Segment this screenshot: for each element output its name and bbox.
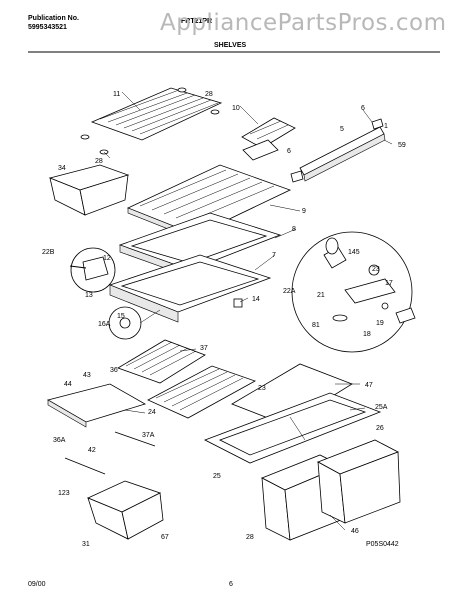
diagram-code: P05S0442 [366, 541, 399, 548]
callout-12: 12 [103, 255, 111, 262]
callout-36a: 36A [53, 437, 66, 444]
callout-59: 59 [398, 142, 406, 149]
wire-shelf-36 [147, 365, 256, 419]
section-title: SHELVES [214, 42, 247, 49]
callout-34: 34 [58, 165, 66, 172]
callout-28-bin: 28 [95, 158, 103, 165]
callout-8: 8 [292, 226, 296, 233]
callout-17: 17 [385, 280, 393, 287]
callout-26: 26 [376, 425, 384, 432]
model-number: FRT21PR [181, 18, 213, 25]
callout-6-top: 6 [361, 105, 365, 112]
callout-31: 31 [82, 541, 90, 548]
door-rail [290, 118, 386, 183]
callout-67: 67 [161, 534, 169, 541]
callout-44: 44 [64, 381, 72, 388]
callout-14: 14 [252, 296, 260, 303]
callout-81: 81 [312, 322, 320, 329]
callout-42: 42 [88, 447, 96, 454]
hinge-assembly [108, 306, 161, 340]
callout-15: 15 [117, 313, 125, 320]
callout-25a: 25A [375, 404, 388, 411]
callout-6: 6 [287, 148, 291, 155]
callout-47: 47 [365, 382, 373, 389]
callout-5: 5 [340, 126, 344, 133]
callout-10: 10 [232, 105, 240, 112]
callout-145: 145 [348, 249, 360, 256]
site-watermark: AppliancePartsPros.com [160, 10, 447, 36]
leader-lines [103, 91, 393, 531]
callout-16a: 16A [98, 321, 111, 328]
callout-23-ctrl: 23 [372, 266, 380, 273]
crisper-drawer-right [317, 439, 401, 524]
callout-21: 21 [317, 292, 325, 299]
callout-123: 123 [58, 490, 70, 497]
drawer-31 [86, 480, 164, 540]
publication-label: Publication No. [28, 15, 79, 22]
callout-46: 46 [351, 528, 359, 535]
footer-date: 09/00 [28, 581, 46, 588]
wire-shelf-top [80, 87, 223, 155]
callout-19: 19 [376, 320, 384, 327]
lamp-assembly [69, 247, 116, 293]
callout-37a: 37A [142, 432, 155, 439]
callout-22b: 22B [42, 249, 55, 256]
egg-rack [241, 117, 296, 161]
shelf-frame-7 [108, 254, 272, 323]
callout-28-top: 28 [205, 91, 213, 98]
publication-number: 5995343521 [28, 24, 67, 31]
door-bin [48, 164, 130, 216]
callout-1: 1 [384, 123, 388, 130]
callout-25: 25 [213, 473, 221, 480]
callout-24: 24 [148, 409, 156, 416]
slide-rail-37a [114, 431, 156, 447]
callout-22a: 22A [283, 288, 296, 295]
shelf-frame-8 [118, 212, 282, 278]
callout-13: 13 [85, 292, 93, 299]
shelf-clip [233, 298, 243, 308]
callout-43: 43 [83, 372, 91, 379]
callout-37: 37 [200, 345, 208, 352]
callout-23: 23 [258, 385, 266, 392]
crisper-cover-43 [46, 383, 147, 428]
callout-18: 18 [363, 331, 371, 338]
slide-rail-42 [64, 457, 106, 475]
callout-11: 11 [113, 91, 120, 98]
callout-7: 7 [272, 252, 276, 259]
callout-36: 36 [110, 367, 118, 374]
control-housing-detail [291, 231, 416, 353]
footer-page: 6 [229, 581, 233, 588]
callout-9: 9 [302, 208, 306, 215]
crisper-frame-25a [204, 392, 382, 464]
callout-28-bottom: 28 [246, 534, 254, 541]
